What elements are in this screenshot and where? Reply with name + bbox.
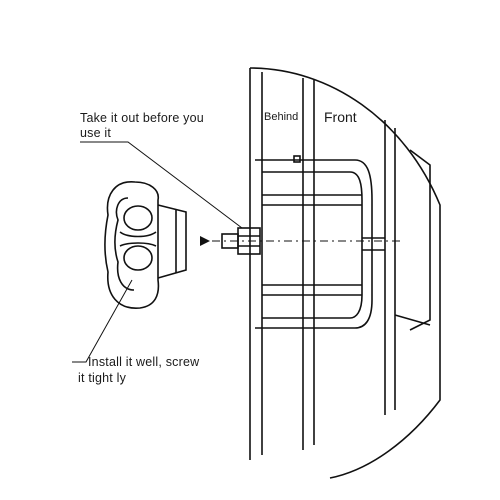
knob xyxy=(104,181,187,309)
take-out-note-line1: Take it out before you xyxy=(80,111,204,125)
mounting-panel xyxy=(249,67,441,479)
install-note-line1: Install it well, screw xyxy=(88,355,200,369)
install-note-line2: it tight ly xyxy=(78,371,127,385)
take-out-note-line2: use it xyxy=(80,126,112,140)
front-label: Front xyxy=(324,109,357,125)
behind-label: Behind xyxy=(264,111,299,123)
leader-take-out xyxy=(80,141,243,229)
leader-install xyxy=(72,279,133,363)
direction-arrow xyxy=(200,236,210,246)
motor-housing xyxy=(255,155,385,329)
